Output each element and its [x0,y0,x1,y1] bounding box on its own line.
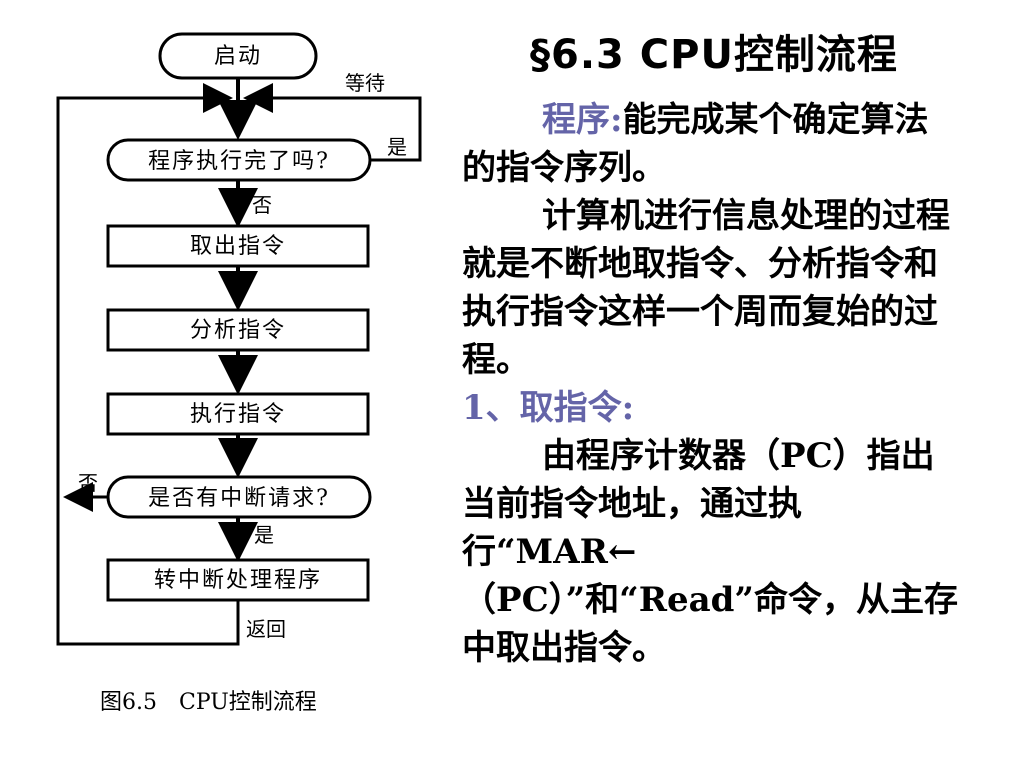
figure-caption: 图6.5 CPU控制流程 [100,690,317,715]
start-label: 启动 [214,44,262,69]
no2-label: 否 [78,471,98,495]
decision1-label: 程序执行完了吗? [148,149,330,174]
return-label: 返回 [246,617,286,641]
step4-node: 转中断处理程序 [106,558,370,602]
paragraph-process: 计算机进行信息处理的过程就是不断地取指令、分析指令和执行指令这样一个周而复始的过… [462,196,950,380]
no1-label: 否 [252,193,272,217]
decision1-node: 程序执行完了吗? [106,138,372,182]
step1-label: 取出指令 [190,234,286,259]
step3-label: 执行指令 [190,402,286,427]
body-text: 程序:能完成某个确定算法的指令序列。 计算机进行信息处理的过程就是不断地取指令、… [462,96,962,672]
start-node: 启动 [158,32,318,80]
paragraph-fetch-detail: 由程序计数器（PC）指出当前指令地址，通过执行“MAR←（PC）”和“Read”… [462,436,958,668]
page-title: §6.3 CPU控制流程 [530,32,898,78]
step3-node: 执行指令 [106,392,370,436]
decision2-label: 是否有中断请求? [148,486,330,511]
heading-fetch-instruction: 1、取指令: [462,388,635,428]
wait-label: 等待 [345,71,385,95]
step1-node: 取出指令 [106,224,370,268]
term-program: 程序: [542,100,623,140]
program-definition-text: 能完成某个确定算法的指令序列。 [462,100,929,188]
return-loop-line [56,83,240,646]
step2-node: 分析指令 [106,308,370,352]
yes2-label: 是 [254,523,274,547]
decision2-node: 是否有中断请求? [106,475,372,519]
yes1-label: 是 [387,135,407,159]
wait-loop-line [243,83,422,162]
step2-label: 分析指令 [190,318,286,343]
paragraph-program-definition: 程序:能完成某个确定算法的指令序列。 [462,96,962,192]
cpu-control-flowchart: 启动 等待 是 程序执行完了吗? 否 取出指令 分析指令 执行指令 是否有中断请… [56,32,422,646]
step4-label: 转中断处理程序 [154,568,322,593]
